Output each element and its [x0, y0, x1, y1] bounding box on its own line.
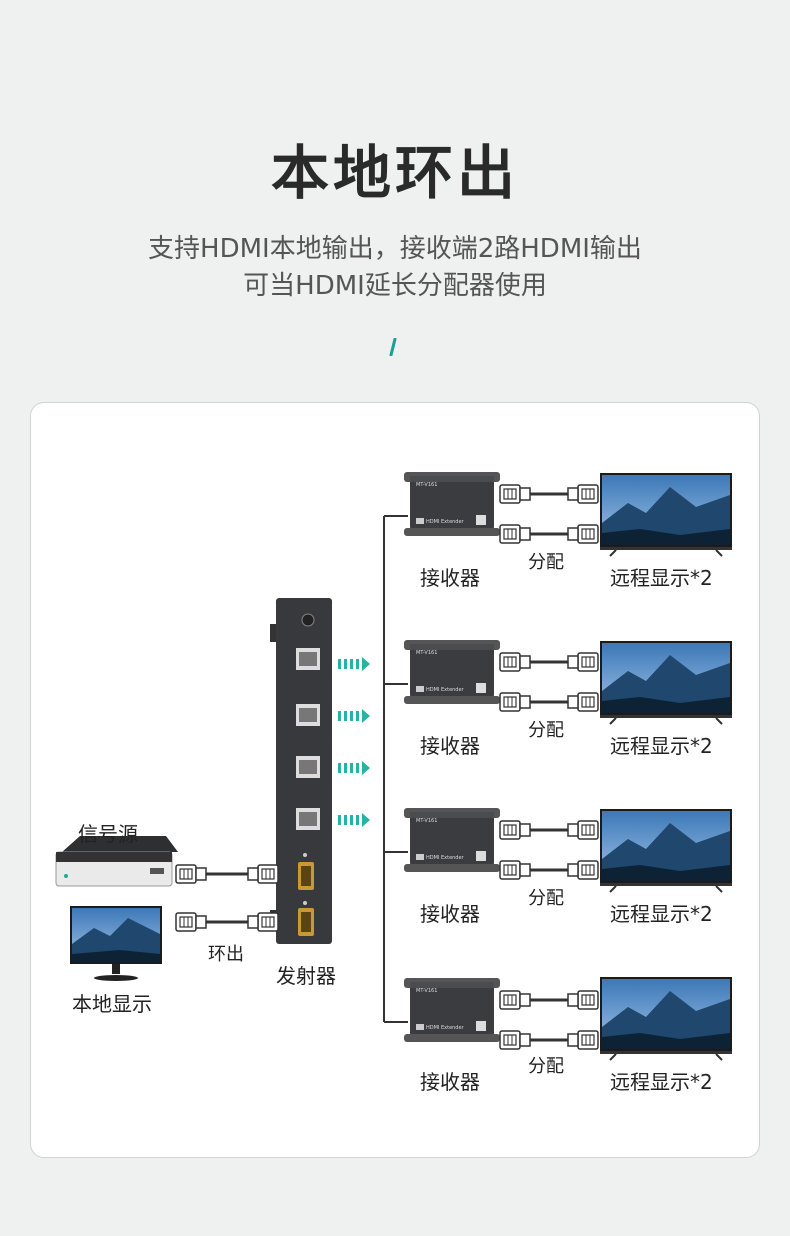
hdmi-plug-icon — [500, 821, 530, 839]
hdmi-plug-icon — [500, 525, 530, 543]
receiver-label: 接收器 — [420, 898, 480, 927]
arrow-icon — [338, 657, 370, 671]
receiver-label: 接收器 — [420, 562, 480, 591]
arrow-icon — [338, 709, 370, 723]
receiver-device-icon — [404, 978, 500, 1042]
arrow-icon — [338, 761, 370, 775]
hdmi-plug-icon — [568, 821, 598, 839]
hdmi-plug-icon — [568, 525, 598, 543]
remote-display-label: 远程显示*2 — [610, 730, 713, 759]
split-label: 分配 — [528, 548, 564, 574]
receiver-label: 接收器 — [420, 1066, 480, 1095]
receiver-label: 接收器 — [420, 730, 480, 759]
hdmi-plug-icon — [500, 861, 530, 879]
tv-icon — [600, 977, 732, 1060]
hdmi-plug-icon — [568, 693, 598, 711]
transmitter-device — [270, 598, 332, 944]
remote-display-label: 远程显示*2 — [610, 562, 713, 591]
hdmi-plug-icon — [248, 865, 278, 883]
receiver-device-icon — [404, 472, 500, 536]
hdmi-plug-icon — [568, 1031, 598, 1049]
distribution-lines — [384, 516, 408, 1022]
tv-icon — [600, 473, 732, 556]
hdmi-plug-icon — [568, 485, 598, 503]
receiver-row-4 — [404, 977, 732, 1060]
tv-icon — [600, 641, 732, 724]
local-display-label: 本地显示 — [72, 988, 152, 1017]
hdmi-plug-icon — [568, 861, 598, 879]
hdmi-plug-icon — [248, 913, 278, 931]
receiver-row-2 — [404, 640, 732, 724]
arrow-icon — [338, 813, 370, 827]
hdmi-plug-icon — [500, 1031, 530, 1049]
hdmi-plug-icon — [500, 693, 530, 711]
hdmi-plug-icon — [500, 485, 530, 503]
remote-display-label: 远程显示*2 — [610, 898, 713, 927]
hdmi-plug-icon — [568, 991, 598, 1009]
hdmi-plug-icon — [500, 653, 530, 671]
hdmi-plug-icon — [176, 913, 206, 931]
tv-icon — [600, 809, 732, 892]
split-label: 分配 — [528, 1052, 564, 1078]
hdmi-plug-icon — [500, 991, 530, 1009]
source-label: 信号源 — [78, 818, 138, 847]
transmitter-label: 发射器 — [276, 960, 336, 989]
remote-display-label: 远程显示*2 — [610, 1066, 713, 1095]
split-label: 分配 — [528, 716, 564, 742]
hdmi-plug-icon — [176, 865, 206, 883]
local-monitor-icon — [70, 906, 162, 981]
loop-label: 环出 — [208, 940, 244, 966]
receiver-row-3 — [404, 808, 732, 892]
split-label: 分配 — [528, 884, 564, 910]
hdmi-plug-icon — [568, 653, 598, 671]
receiver-device-icon — [404, 808, 500, 872]
receiver-row-1 — [404, 472, 732, 556]
receiver-device-icon — [404, 640, 500, 704]
